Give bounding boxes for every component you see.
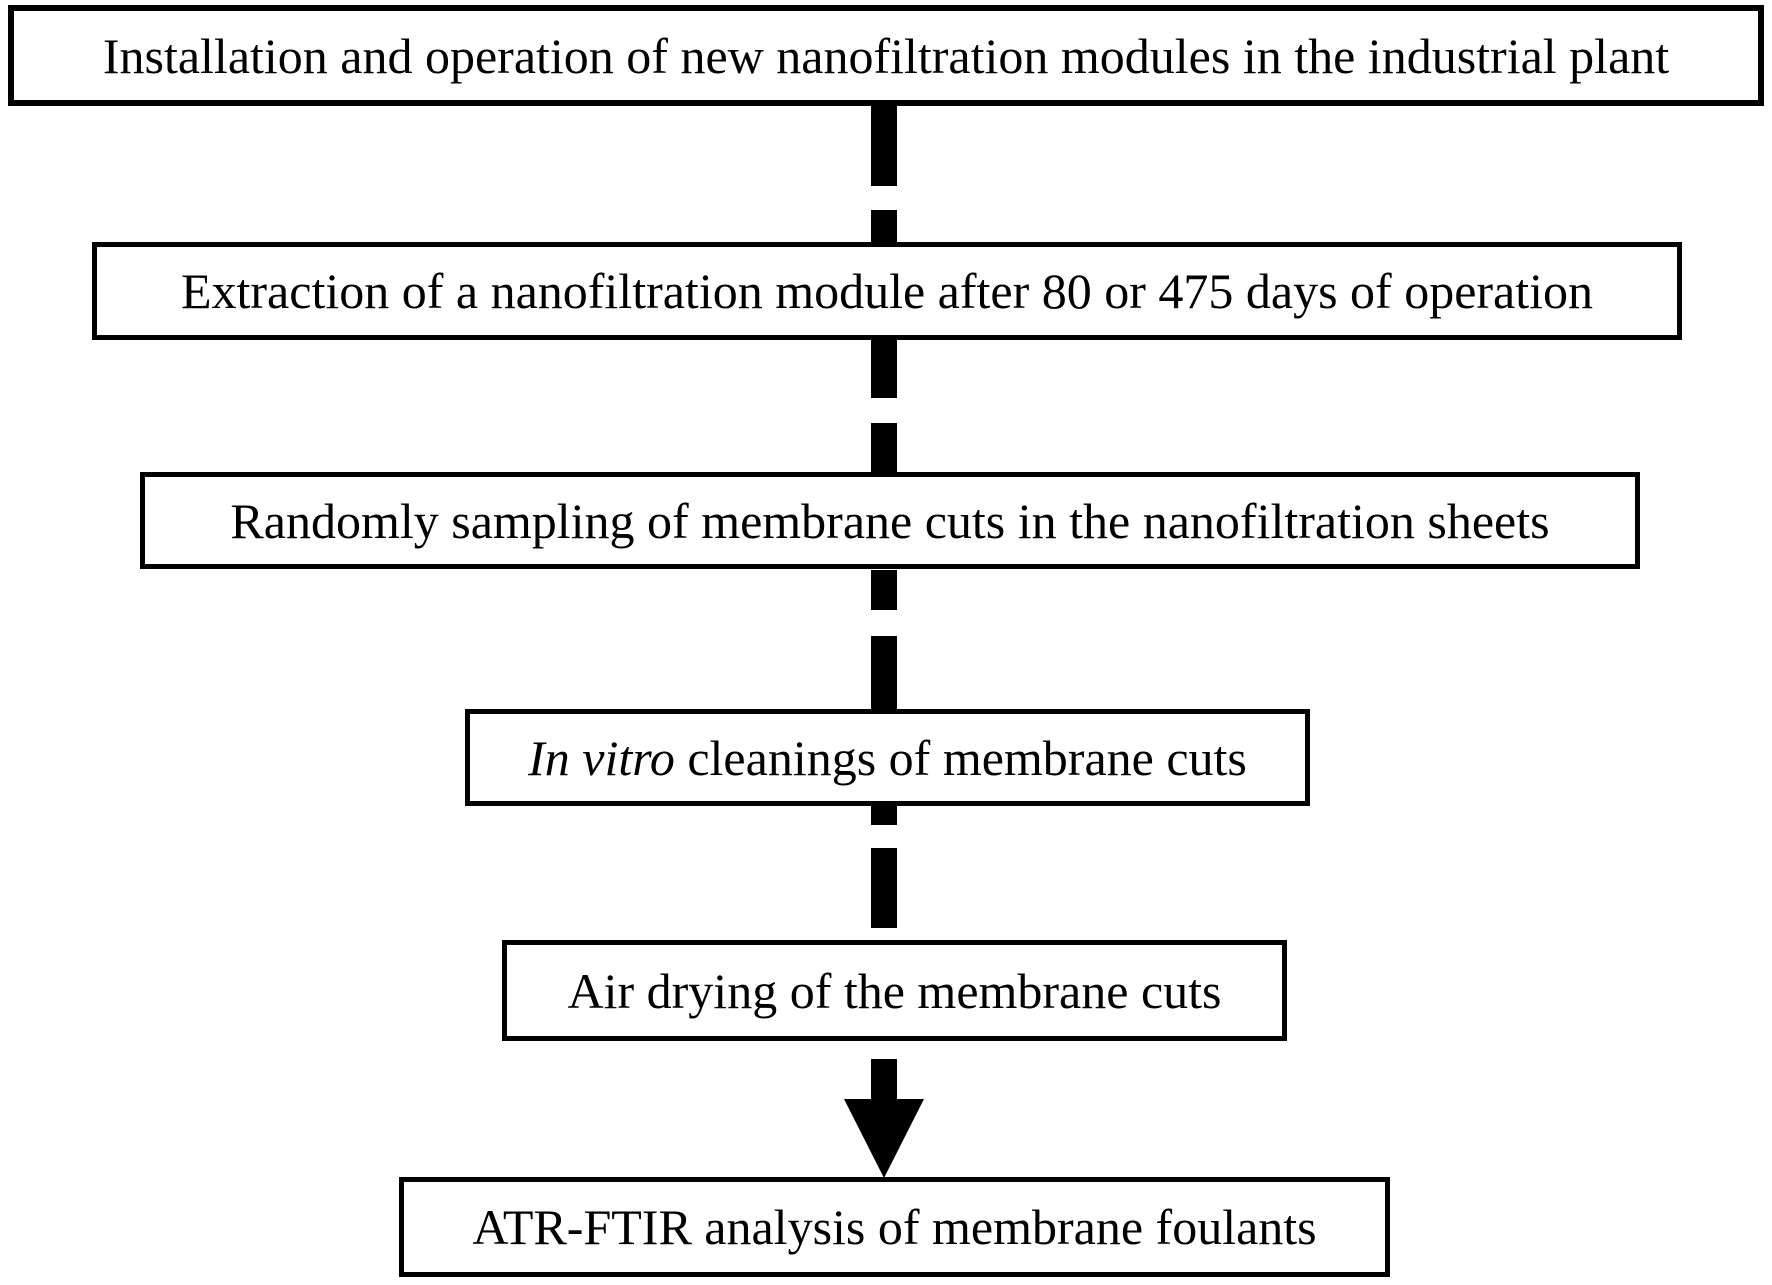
step-label-rest: cleanings of membrane cuts [674, 729, 1247, 786]
flow-step-air-drying: Air drying of the membrane cuts [502, 940, 1287, 1041]
arrow-down-icon [844, 1099, 924, 1178]
step-label: Randomly sampling of membrane cuts in th… [230, 492, 1550, 549]
step-label: In vitro cleanings of membrane cuts [528, 733, 1247, 783]
step-label: Extraction of a nanofiltration module af… [180, 263, 1594, 319]
flow-step-sampling: Randomly sampling of membrane cuts in th… [140, 472, 1640, 569]
flow-step-atr-ftir-analysis: ATR-FTIR analysis of membrane foulants [399, 1177, 1390, 1277]
dashed-connector-segment [871, 340, 897, 398]
step-label: Air drying of the membrane cuts [567, 962, 1222, 1019]
dashed-connector-segment [871, 210, 897, 243]
dashed-connector-segment [871, 423, 897, 472]
flow-step-installation: Installation and operation of new nanofi… [8, 5, 1764, 106]
step-label-italic: In vitro [528, 729, 675, 786]
dashed-connector-segment [871, 806, 897, 825]
dashed-connector-segment [871, 570, 897, 610]
step-label: Installation and operation of new nanofi… [102, 27, 1670, 84]
dashed-connector-segment [871, 636, 897, 709]
flow-step-extraction: Extraction of a nanofiltration module af… [92, 242, 1682, 340]
dashed-connector-segment [871, 848, 897, 928]
arrow-shaft [871, 1059, 897, 1100]
step-label: ATR-FTIR analysis of membrane foulants [472, 1199, 1317, 1255]
dashed-connector-segment [871, 106, 897, 186]
flow-step-in-vitro-cleaning: In vitro cleanings of membrane cuts [465, 709, 1310, 806]
